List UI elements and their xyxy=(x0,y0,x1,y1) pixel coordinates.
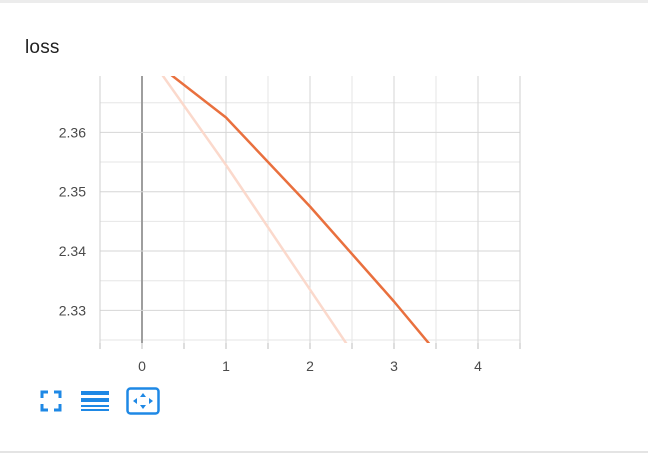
loss-chart: 0 1 2 3 4 2.33 2.34 2.35 2.36 xyxy=(59,76,521,374)
x-tick-label: 4 xyxy=(474,358,482,374)
fullscreen-button[interactable] xyxy=(34,386,68,416)
x-tick-label: 2 xyxy=(306,358,314,374)
series-line-raw xyxy=(161,76,348,343)
chart-ticks: 0 1 2 3 4 2.33 2.34 2.35 2.36 xyxy=(59,124,521,374)
x-tick-label: 1 xyxy=(222,358,230,374)
data-table-button[interactable] xyxy=(78,386,112,416)
x-tick-label: 0 xyxy=(138,358,146,374)
y-tick-label: 2.35 xyxy=(59,184,86,200)
chart-grid xyxy=(99,76,521,343)
y-tick-label: 2.34 xyxy=(59,243,86,259)
chart-title: loss xyxy=(25,37,60,58)
x-tick-label: 3 xyxy=(390,358,398,374)
y-tick-label: 2.36 xyxy=(59,124,86,140)
data-table-icon xyxy=(81,391,109,411)
fullscreen-icon xyxy=(40,390,62,412)
series-line-smoothed xyxy=(170,76,431,343)
y-tick-label: 2.33 xyxy=(59,302,86,318)
chart-plot-area xyxy=(161,76,431,343)
fit-domain-button[interactable] xyxy=(126,386,160,416)
fit-domain-icon xyxy=(126,387,160,415)
